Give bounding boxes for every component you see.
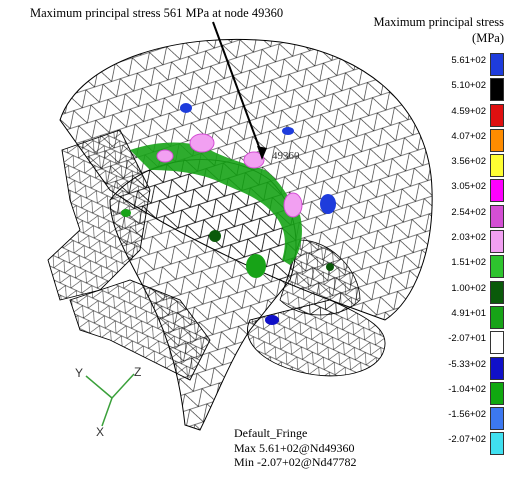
legend-swatch <box>490 230 504 254</box>
legend-row: 4.07+02 <box>438 128 506 153</box>
legend-row: 4.59+02 <box>438 103 506 128</box>
triad-z-label: Z <box>134 365 141 379</box>
legend-swatch <box>490 53 504 76</box>
fringe-info: Default_Fringe Max 5.61+02@Nd49360 Min -… <box>234 426 356 470</box>
legend-swatch <box>490 407 504 431</box>
legend-row: -5.33+02 <box>438 356 506 381</box>
triad-x-label: X <box>96 425 104 439</box>
legend-swatch <box>490 204 504 228</box>
legend-label: -2.07+02 <box>448 434 486 446</box>
legend-label: 1.51+02 <box>451 257 486 269</box>
legend-row: -2.07+02 <box>438 431 506 456</box>
legend-row: -1.04+02 <box>438 381 506 406</box>
node-label: 49360 <box>272 150 300 162</box>
legend-label: 4.07+02 <box>451 130 486 142</box>
legend-swatch <box>490 381 504 405</box>
fringe-max: Max 5.61+02@Nd49360 <box>234 440 355 455</box>
legend-row: 4.91+01 <box>438 305 506 330</box>
legend-title: Maximum principal stress (MPa) <box>373 14 504 46</box>
legend-label: -2.07+01 <box>448 333 486 345</box>
mesh-blade <box>69 279 211 381</box>
legend-row: -1.56+02 <box>438 406 506 431</box>
triad-y-label: Y <box>75 366 83 380</box>
finite-element-mesh <box>47 21 433 431</box>
legend-row: 5.10+02 <box>438 77 506 102</box>
legend-title-line2: (MPa) <box>472 31 504 45</box>
legend-row: 5.61+02 <box>438 52 506 77</box>
mesh-left-fins <box>47 129 151 301</box>
legend-label: 3.05+02 <box>451 181 486 193</box>
coordinate-triad: Y Z X <box>75 365 141 439</box>
legend-swatch <box>490 305 504 329</box>
legend-label: 3.56+02 <box>451 156 486 168</box>
legend-swatch <box>490 255 504 279</box>
legend-swatch <box>490 179 504 203</box>
leader-arrowhead <box>257 146 267 160</box>
legend-swatch <box>490 280 504 304</box>
mesh-rim <box>247 299 386 377</box>
legend-row: 2.54+02 <box>438 204 506 229</box>
legend-label: 5.10+02 <box>451 80 486 92</box>
legend-swatch <box>490 78 504 102</box>
legend-label: 5.61+02 <box>451 55 486 66</box>
legend-swatch <box>490 331 504 355</box>
legend-label: 2.54+02 <box>451 206 486 218</box>
legend-row: 3.56+02 <box>438 153 506 178</box>
legend-row: -2.07+01 <box>438 330 506 355</box>
legend-swatch <box>490 154 504 178</box>
legend-swatch <box>490 356 504 380</box>
legend-row: 3.05+02 <box>438 178 506 203</box>
fringe-min: Min -2.07+02@Nd47782 <box>234 455 357 469</box>
legend-label: 4.91+01 <box>451 307 486 319</box>
legend-row: 1.00+02 <box>438 280 506 305</box>
legend-label: 1.00+02 <box>451 282 486 294</box>
legend-label: 2.03+02 <box>451 232 486 244</box>
legend-swatch <box>490 103 504 127</box>
legend-swatch <box>490 432 504 456</box>
max-stress-annotation: Maximum principal stress 561 MPa at node… <box>30 6 284 20</box>
legend-swatch <box>490 128 504 152</box>
mesh-flange <box>279 239 361 316</box>
stress-fringes <box>121 103 336 325</box>
legend-label: -5.33+02 <box>448 358 486 370</box>
legend-title-line1: Maximum principal stress <box>373 15 504 29</box>
fringe-name: Default_Fringe <box>234 426 308 440</box>
leader-line <box>212 21 263 156</box>
legend-label: 4.59+02 <box>451 105 486 117</box>
legend-label: -1.04+02 <box>448 383 486 395</box>
legend-row: 1.51+02 <box>438 254 506 279</box>
legend-label: -1.56+02 <box>448 409 486 421</box>
color-legend: 5.61+02 5.10+02 4.59+02 4.07+02 3.56+02 3.05+… <box>438 52 506 457</box>
legend-row: 2.03+02 <box>438 229 506 254</box>
